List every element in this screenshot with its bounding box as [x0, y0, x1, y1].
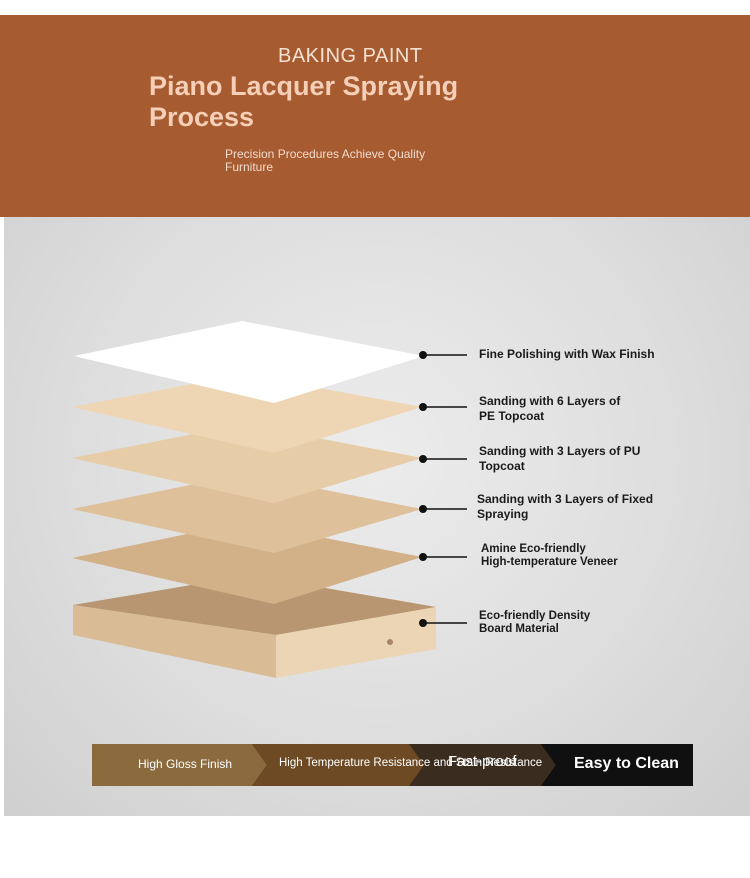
header-kicker: BAKING PAINT: [278, 45, 423, 67]
label-line: PE Topcoat: [479, 409, 545, 423]
wax-finish-layer: [74, 321, 424, 403]
label-fixed-spraying: Sanding with 3 Layers of Fixed Spraying: [477, 492, 653, 522]
label-density-board: Eco-friendly Density Board Material: [479, 610, 590, 636]
feature-fast-proof: Fast-proof: [448, 753, 517, 770]
layers-illustration: [72, 321, 467, 678]
feature-segment-clean: [541, 744, 693, 786]
label-pe-topcoat: Sanding with 6 Layers of PE Topcoat: [479, 394, 620, 424]
label-line: Sanding with 6 Layers of: [479, 394, 621, 408]
board-layer: [73, 575, 436, 678]
label-line: Eco-friendly Density: [479, 610, 591, 622]
leader-dots: [419, 351, 427, 627]
label-veneer: Amine Eco-friendly High-temperature Vene…: [481, 543, 618, 569]
layers-diagram: Fine Polishing with Wax Finish Sanding w…: [4, 217, 750, 816]
pu-topcoat-layer: [72, 424, 422, 503]
header-banner: BAKING PAINT Piano Lacquer Spraying Proc…: [0, 15, 750, 217]
page-title: Piano Lacquer Spraying Process: [149, 71, 459, 132]
label-line: Spraying: [477, 507, 529, 521]
label-wax-finish: Fine Polishing with Wax Finish: [479, 347, 655, 362]
label-line: Sanding with 3 Layers of PU: [479, 444, 641, 458]
page-subtitle: Precision Procedures Achieve Quality Fur…: [225, 147, 426, 174]
features-strip: High Gloss Finish High Temperature Resis…: [92, 744, 693, 786]
veneer-layer: [72, 522, 422, 604]
label-line: Board Material: [479, 623, 559, 635]
feature-segment-heat: [252, 744, 427, 786]
feature-easy-clean: Easy to Clean: [574, 755, 679, 772]
label-line: Fine Polishing with Wax Finish: [479, 347, 655, 361]
feature-high-gloss: High Gloss Finish: [138, 757, 233, 771]
feature-segment-gloss: [92, 744, 267, 786]
fixed-spray-layer: [72, 474, 422, 553]
feature-heat-resistance: High Temperature Resistance and Stain Re…: [279, 757, 543, 769]
label-pu-topcoat: Sanding with 3 Layers of PU Topcoat: [479, 444, 640, 474]
leader-lines: [423, 354, 467, 624]
feature-segment-fastproof: [409, 744, 556, 786]
label-line: High-temperature Veneer: [481, 556, 618, 568]
top-margin: [0, 0, 750, 15]
pe-topcoat-layer: [72, 374, 422, 453]
label-line: Sanding with 3 Layers of Fixed: [477, 492, 654, 506]
label-line: Topcoat: [479, 459, 525, 473]
label-line: Amine Eco-friendly: [481, 543, 586, 555]
